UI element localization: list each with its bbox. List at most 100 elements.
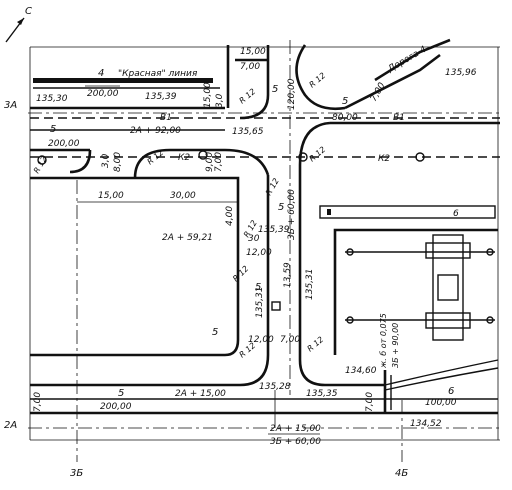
- axis-label-4b: 4Б: [395, 468, 408, 479]
- num-5-road: 5: [342, 96, 348, 107]
- dim-15-mid: 15,00: [98, 191, 124, 201]
- axis-label-3a: 3А: [4, 100, 17, 111]
- radius-label-5: R 12: [308, 145, 328, 164]
- dim-135-35: 135,35: [306, 389, 338, 399]
- dim-15-left-v: 15,00: [203, 82, 213, 108]
- dim-135-96: 135,96: [445, 68, 477, 78]
- axis-label-3b: 3Б: [70, 468, 83, 479]
- radius-label-4: R 12: [308, 71, 328, 90]
- road-4-label: Дорога 4: [386, 45, 429, 76]
- dim-135-31-a: 135,31: [305, 269, 315, 301]
- manhole-right-1: [298, 152, 308, 162]
- crane-frame: [432, 234, 464, 341]
- num-5-vert: 5: [278, 202, 284, 213]
- road-4-south-edge: [344, 53, 441, 110]
- dim-200-bottom: 200,00: [100, 402, 132, 412]
- road-east-curve-top: [295, 44, 346, 110]
- dim-100: 100,00: [425, 398, 457, 408]
- curb-return-top-left: [239, 94, 270, 120]
- dim-7-v: 7,00: [214, 152, 224, 172]
- rail-stop-1: [346, 248, 354, 256]
- dim-7-low: 7,00: [280, 335, 300, 345]
- dim-135-31-b: 135,31: [255, 287, 265, 319]
- utility-six-upper: 6: [453, 209, 459, 219]
- axis-label-2a: 2А: [4, 420, 17, 431]
- left-block-outline: [30, 176, 240, 357]
- num-5-top: 5: [272, 84, 278, 95]
- utility-k2-left: К2: [178, 153, 190, 163]
- num-5-block: 5: [212, 327, 218, 338]
- utility-k2-right: К2: [378, 154, 390, 164]
- manhole-left: [37, 155, 47, 165]
- dim-200-left: 200,00: [87, 89, 119, 99]
- rail-stop-4: [486, 316, 494, 324]
- dim-15-top: 15,00: [240, 47, 266, 57]
- curb-return-left: [69, 149, 92, 174]
- dim-30: 30: [248, 234, 260, 244]
- dim-7-diag: 7,00: [369, 81, 388, 104]
- utility-b1-left: В1: [160, 113, 172, 123]
- hydrant-marker: [271, 301, 281, 311]
- dim-9-v: 9,00: [205, 152, 215, 172]
- dim-2a-15: 2А + 15,00: [175, 389, 226, 399]
- dim-80: 80,00: [332, 113, 358, 123]
- radius-label-3: R 12: [238, 87, 258, 106]
- dim-134-60: 134,60: [345, 366, 377, 376]
- rail-stop-3: [486, 248, 494, 256]
- crane-cab: [437, 274, 459, 301]
- main-road-east-edge: [298, 121, 331, 387]
- dim-200-mid: 200,00: [48, 139, 80, 149]
- dim-7-right-bot: 7,00: [365, 392, 375, 412]
- dim-2a-92: 2А + 92,00: [130, 126, 181, 136]
- radius-label-7: R 12: [264, 177, 281, 197]
- right-block-outline: [333, 228, 498, 355]
- dim-pk: ж. б от 0,075: [379, 313, 388, 369]
- num-5-mid: 5: [255, 282, 261, 293]
- radius-label-1: R 12: [32, 155, 49, 175]
- dim-135-30: 135,30: [36, 94, 68, 104]
- dim-3-v-top: 3,0: [215, 93, 225, 108]
- dim-3b-90: 3Б + 90,00: [391, 323, 400, 368]
- rail-end-marker: [327, 209, 331, 215]
- red-line-bar: [33, 78, 213, 83]
- dim-135-28: 135,28: [259, 382, 291, 392]
- dim-12-low: 12,00: [248, 335, 274, 345]
- dim-30-mid: 30,00: [170, 191, 196, 201]
- rail-stop-2: [346, 316, 354, 324]
- radius-label-10: R 12: [306, 335, 326, 354]
- crane-beam-top: [425, 242, 471, 259]
- main-road-west-edge: [239, 175, 270, 387]
- radius-label-8: R 12: [231, 264, 250, 283]
- north-label: С: [25, 6, 32, 17]
- dim-3-v: 3,0: [101, 153, 111, 168]
- dim-4-v: 4,00: [225, 206, 235, 226]
- num-5-left: 5: [50, 124, 56, 135]
- branch-track-2: [384, 367, 499, 391]
- dim-135-39-top: 135,39: [145, 92, 177, 102]
- dim-7-top: 7,00: [240, 62, 260, 72]
- red-line-label: "Красная" линия: [118, 69, 198, 79]
- curb-return-mid: [133, 148, 171, 179]
- dim-135-39-mid: 135,39: [258, 225, 290, 235]
- dim-120-v: 120,00: [287, 78, 297, 110]
- manhole-mid: [198, 150, 208, 160]
- utility-b1-right: В1: [393, 113, 405, 123]
- dim-7-left-bot: 7,00: [33, 392, 43, 412]
- num-5-bottom: 5: [118, 388, 124, 399]
- num-4-label: 4: [98, 68, 104, 79]
- dim-2a-15-b: 2А + 15,00: [270, 424, 321, 434]
- dim-135-65: 135,65: [232, 127, 264, 137]
- curb-return-right: [224, 148, 270, 176]
- manhole-right-2: [415, 152, 425, 162]
- dim-134-52: 134,52: [410, 419, 442, 429]
- dim-2a-59: 2А + 59,21: [162, 233, 213, 243]
- dim-3b-60: 3Б + 60,00: [287, 189, 297, 240]
- dim-13-59: 13,59: [283, 262, 293, 288]
- north-arrow: С: [5, 6, 32, 43]
- rail-track-upper: [319, 205, 496, 219]
- branch-track-1: [384, 359, 499, 386]
- utility-six-lower: 6: [448, 386, 454, 397]
- dim-3b-60-b: 3Б + 60,00: [270, 437, 321, 447]
- dim-8-v: 8,00: [113, 152, 123, 172]
